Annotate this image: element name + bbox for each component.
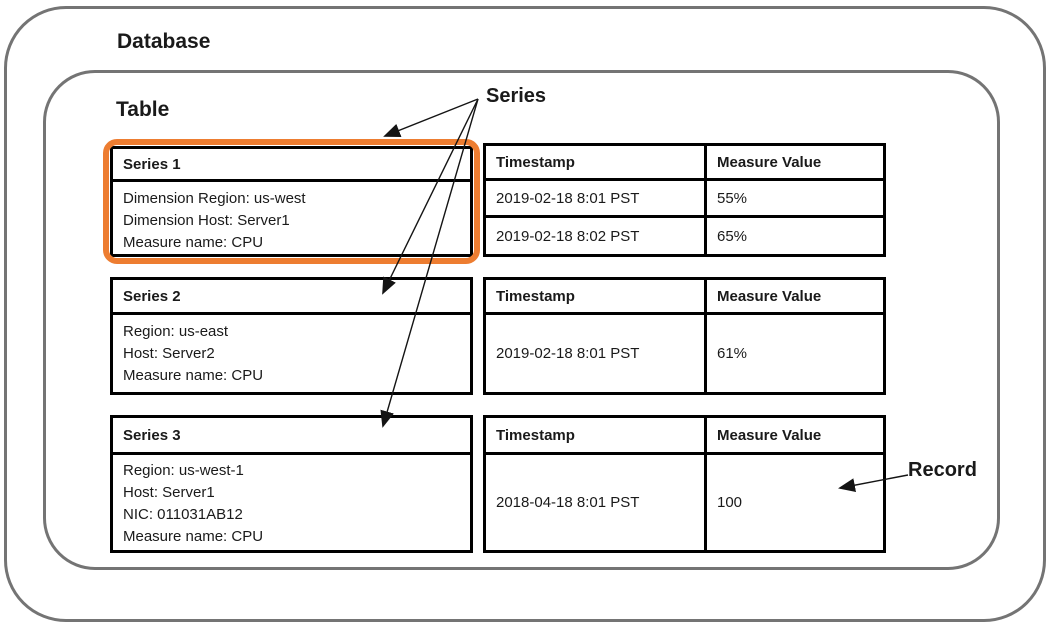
timestamp-cell: 2018-04-18 8:01 PST	[486, 455, 707, 550]
database-frame	[4, 6, 1046, 622]
measure-value-header: Measure Value	[707, 418, 883, 455]
series1-header: Series 1	[113, 149, 470, 182]
measure-cell: 65%	[707, 218, 883, 254]
series2-header: Series 2	[113, 280, 470, 315]
dimension-line: Host: Server2	[123, 345, 215, 362]
dimension-line: Dimension Region: us-west	[123, 190, 306, 207]
table-frame	[43, 70, 1000, 570]
timestamp-cell: 2019-02-18 8:01 PST	[486, 315, 707, 392]
measure-cell: 61%	[707, 315, 883, 392]
measure-value-header: Measure Value	[707, 146, 883, 181]
measure-value-header: Measure Value	[707, 280, 883, 315]
dimension-line: NIC: 011031AB12	[123, 506, 243, 523]
dimension-line: Measure name: CPU	[123, 528, 264, 545]
timestamp-header: Timestamp	[486, 280, 707, 315]
record-annotation-label: Record	[908, 459, 977, 481]
dimension-line: Measure name: CPU	[123, 234, 264, 251]
series2-dimensions: Region: us-east Host: Server2 Measure na…	[113, 315, 470, 387]
series1-box: Series 1 Dimension Region: us-west Dimen…	[110, 146, 473, 257]
series3-records-table: Timestamp Measure Value 2018-04-18 8:01 …	[483, 415, 886, 553]
series3-dimensions: Region: us-west-1 Host: Server1 NIC: 011…	[113, 455, 470, 548]
table-label: Table	[116, 98, 170, 121]
dimension-line: Region: us-east	[123, 323, 229, 340]
measure-cell: 55%	[707, 181, 883, 218]
series1-records-table: Timestamp Measure Value 2019-02-18 8:01 …	[483, 143, 886, 257]
dimension-line: Host: Server1	[123, 484, 215, 501]
series3-header: Series 3	[113, 418, 470, 455]
series1-dimensions: Dimension Region: us-west Dimension Host…	[113, 182, 470, 254]
series-annotation-label: Series	[486, 85, 547, 107]
dimension-line: Region: us-west-1	[123, 462, 244, 479]
timestamp-header: Timestamp	[486, 146, 707, 181]
database-label: Database	[117, 30, 211, 53]
timestamp-header: Timestamp	[486, 418, 707, 455]
timestamp-cell: 2019-02-18 8:01 PST	[486, 181, 707, 218]
timestamp-cell: 2019-02-18 8:02 PST	[486, 218, 707, 254]
dimension-line: Measure name: CPU	[123, 367, 264, 384]
series2-box: Series 2 Region: us-east Host: Server2 M…	[110, 277, 473, 395]
series2-records-table: Timestamp Measure Value 2019-02-18 8:01 …	[483, 277, 886, 395]
dimension-line: Dimension Host: Server1	[123, 212, 290, 229]
measure-cell: 100	[707, 455, 883, 550]
series3-box: Series 3 Region: us-west-1 Host: Server1…	[110, 415, 473, 553]
